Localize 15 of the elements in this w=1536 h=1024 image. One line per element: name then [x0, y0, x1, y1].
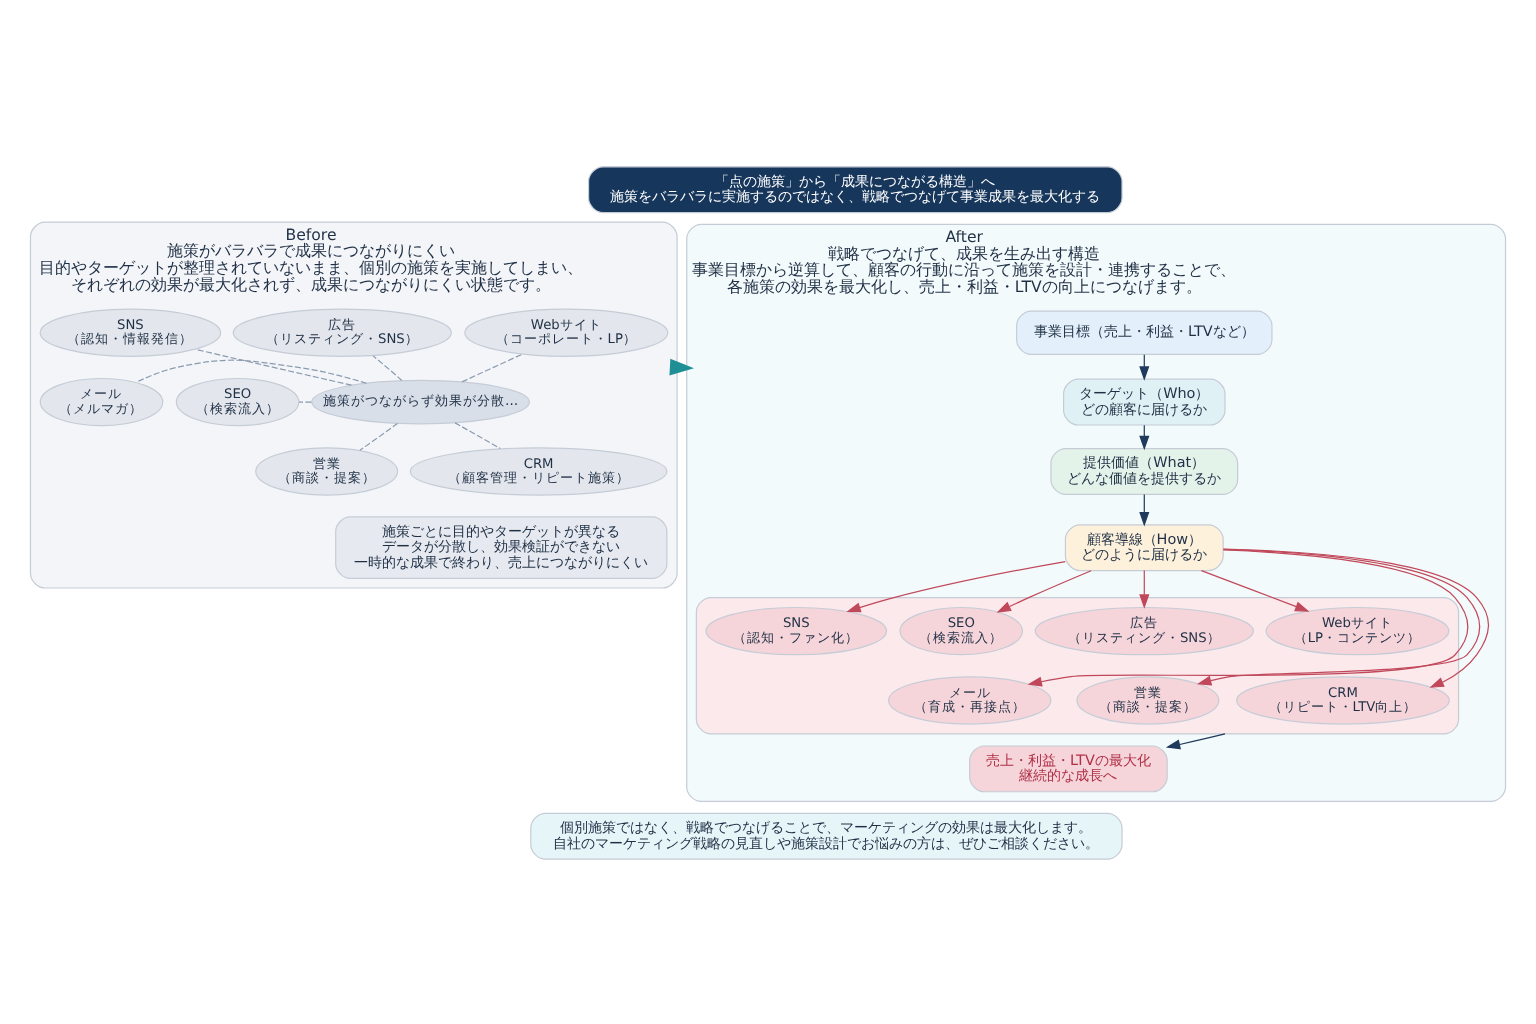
arrow [1165, 732, 1226, 749]
arrow [669, 357, 694, 375]
arrow [996, 569, 1092, 612]
connector [135, 358, 368, 383]
arrow [1139, 492, 1150, 526]
connector [195, 347, 353, 385]
connector [298, 400, 312, 402]
arrow [1139, 569, 1150, 608]
arrow [1027, 548, 1469, 686]
connector [454, 421, 501, 449]
connector [359, 421, 399, 450]
arrow [1200, 569, 1310, 611]
connector [461, 352, 523, 382]
arrow [846, 560, 1066, 612]
connector [372, 354, 403, 381]
